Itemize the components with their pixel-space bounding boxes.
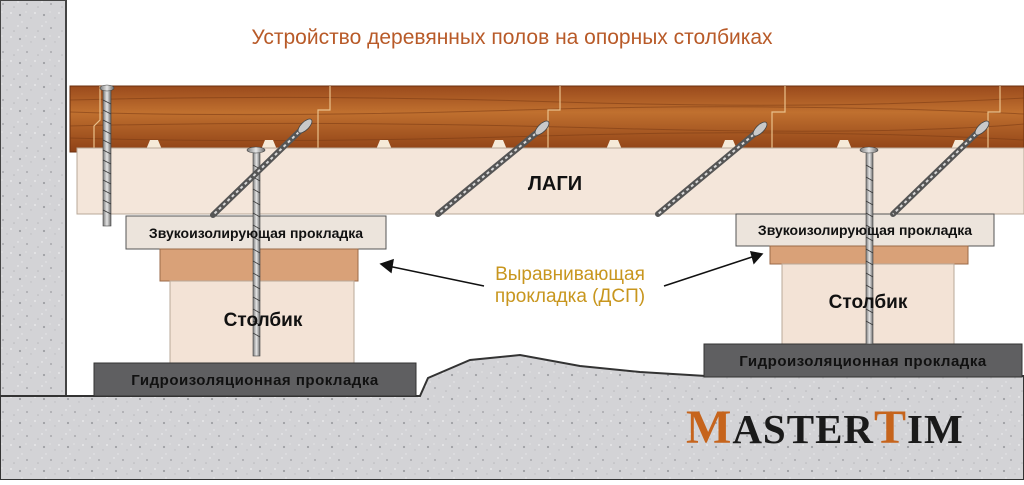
leveling-pad-label: Выравнивающая прокладка (ДСП) — [470, 264, 670, 308]
floorboards — [69, 85, 1024, 153]
post-right-label: Столбик — [828, 292, 908, 313]
leveling-pad-label-line1: Выравнивающая — [495, 264, 645, 285]
logo-part-im: IM — [907, 406, 964, 452]
logo-part-aster: ASTER — [732, 406, 875, 452]
vertical-screws — [99, 84, 879, 357]
logo-letter-t: T — [874, 401, 908, 454]
support-right — [703, 213, 1023, 378]
diagram-title: Устройство деревянных полов на опорных с… — [251, 26, 773, 49]
sound-pad-right — [735, 213, 995, 247]
water-pad-right-label: Гидроизоляционная прокладка — [739, 353, 987, 370]
mastertim-logo: MASTERTIM — [686, 400, 1016, 454]
post-left-label: Столбик — [223, 310, 303, 331]
leveling-pad-label-line2: прокладка (ДСП) — [494, 286, 646, 307]
water-pad-left — [93, 362, 417, 397]
leveling-arrows — [379, 251, 764, 287]
joist-label: ЛАГИ — [527, 173, 583, 195]
water-pad-left-label: Гидроизоляционная прокладка — [131, 372, 379, 389]
wall — [0, 0, 67, 401]
logo-letter-m: M — [686, 401, 733, 454]
water-pad-right — [703, 343, 1023, 378]
post-left — [169, 280, 355, 364]
sound-pad-right-label: Звукоизолирующая прокладка — [757, 222, 973, 238]
sound-pad-left-label: Звукоизолирующая прокладка — [148, 225, 364, 241]
